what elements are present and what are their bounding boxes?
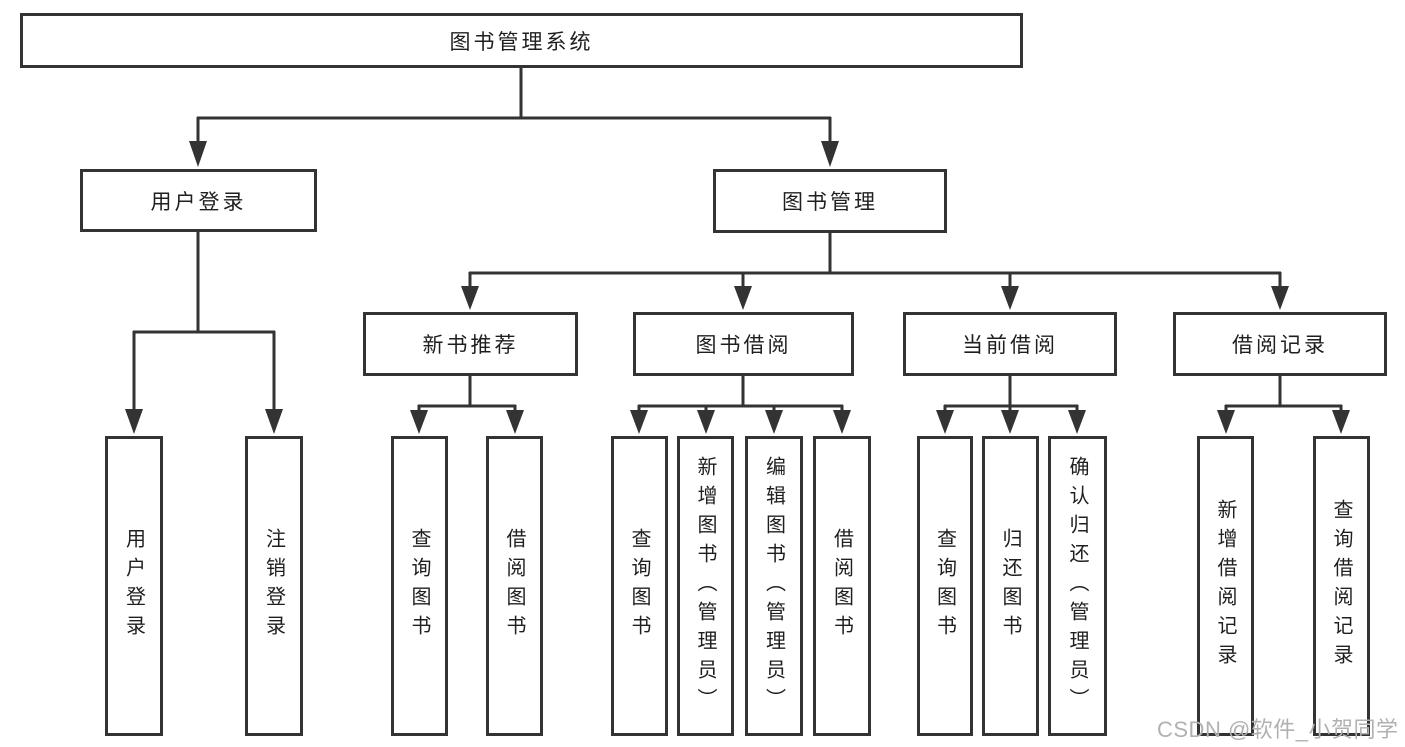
leaf-query-books-borrowing: 查询图书 (611, 436, 668, 736)
node-book-management: 图书管理 (713, 169, 947, 233)
node-borrow-records: 借阅记录 (1173, 312, 1387, 376)
leaf-edit-book-admin: 编辑图书（管理员） (745, 436, 803, 736)
leaf-borrow-books-recommend: 借阅图书 (486, 436, 543, 736)
leaf-query-books-current: 查询图书 (917, 436, 973, 736)
node-book-borrowing: 图书借阅 (633, 312, 854, 376)
node-user-login: 用户登录 (80, 169, 317, 232)
leaf-query-borrow-record: 查询借阅记录 (1313, 436, 1370, 736)
leaf-add-book-admin: 新增图书（管理员） (677, 436, 734, 736)
watermark: CSDN @软件_小贺同学 (1157, 717, 1399, 742)
leaf-confirm-return-admin: 确认归还（管理员） (1048, 436, 1107, 736)
leaf-add-borrow-record: 新增借阅记录 (1197, 436, 1254, 736)
node-current-borrowing: 当前借阅 (903, 312, 1117, 376)
leaf-user-login: 用户登录 (105, 436, 163, 736)
node-root: 图书管理系统 (20, 13, 1023, 68)
leaf-return-book: 归还图书 (982, 436, 1039, 736)
leaf-query-books-recommend: 查询图书 (391, 436, 448, 736)
leaf-borrow-books-borrowing: 借阅图书 (813, 436, 871, 736)
arrowhead-icons (125, 141, 1350, 434)
node-new-book-recommend: 新书推荐 (363, 312, 578, 376)
leaf-logout: 注销登录 (245, 436, 303, 736)
